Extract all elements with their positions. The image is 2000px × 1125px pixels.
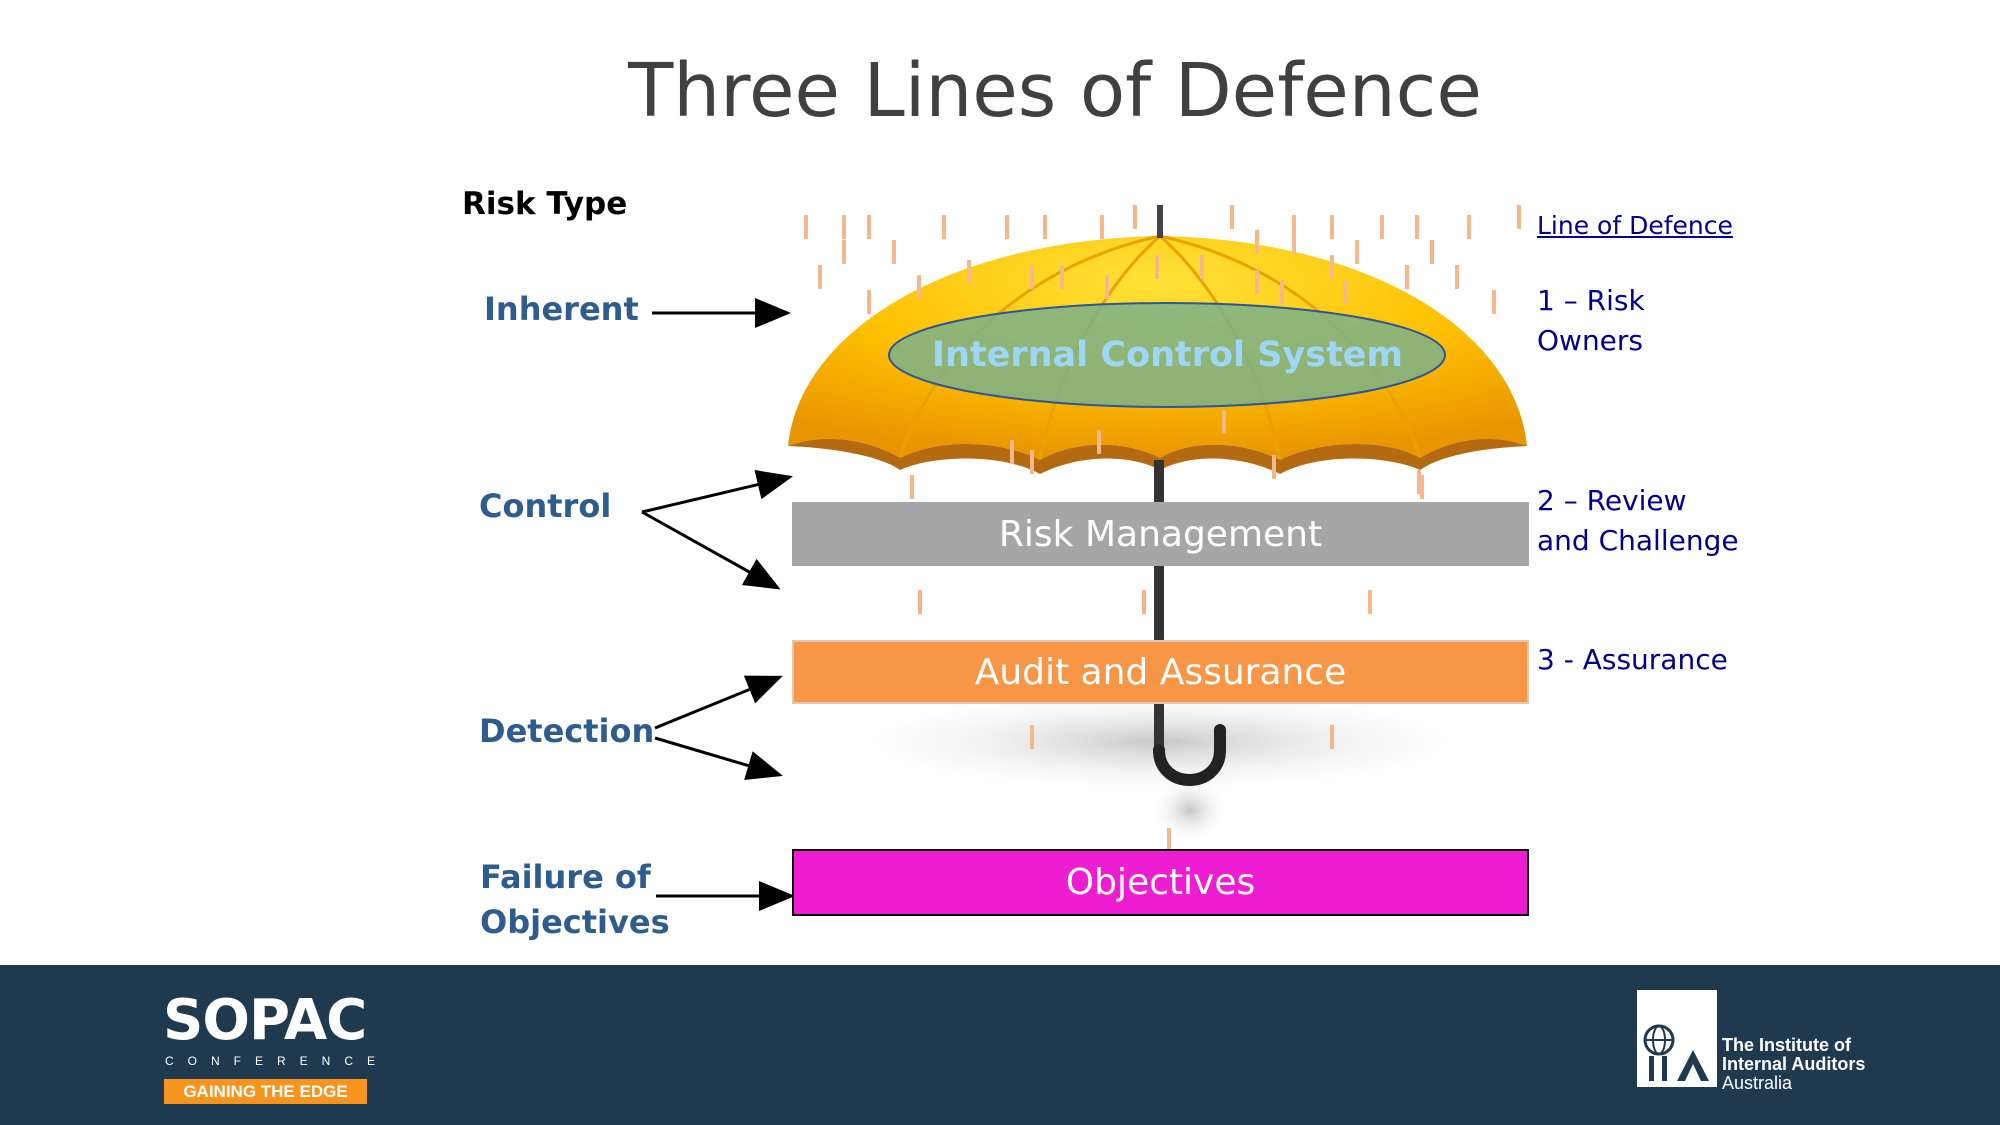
raindrop	[1222, 410, 1226, 434]
line-of-defence-heading: Line of Defence	[1537, 211, 1733, 240]
line-of-defence-first: 1 – Risk Owners	[1537, 281, 1645, 361]
raindrop	[1330, 255, 1334, 279]
raindrop	[1292, 230, 1296, 254]
raindrop	[1142, 590, 1146, 614]
audit-assurance-box: Audit and Assurance	[792, 640, 1529, 704]
raindrop	[1255, 230, 1259, 254]
raindrop	[892, 240, 896, 264]
raindrop	[1368, 590, 1372, 614]
risk-type-detection: Detection	[479, 712, 655, 750]
raindrop	[1043, 215, 1047, 239]
raindrop	[1330, 725, 1334, 749]
raindrop	[1097, 430, 1101, 454]
raindrop	[1417, 470, 1421, 494]
raindrop	[1030, 450, 1034, 474]
handle-reflection	[1150, 775, 1230, 845]
raindrop	[1355, 240, 1359, 264]
raindrop	[867, 215, 871, 239]
raindrop	[1155, 255, 1159, 279]
raindrop-icon	[804, 205, 1521, 852]
raindrop	[1405, 265, 1409, 289]
raindrop	[1467, 215, 1471, 239]
failure-line-1: Failure of	[480, 858, 651, 896]
raindrop	[1255, 270, 1259, 294]
iia-text-line-1: The Institute of	[1722, 1035, 1851, 1055]
iia-globe-icon	[1643, 1024, 1709, 1081]
raindrop	[1030, 725, 1034, 749]
umbrella-diagram	[641, 205, 1527, 911]
risk-type-failure-of-objectives: Failure of Objectives	[480, 855, 670, 945]
raindrop	[867, 290, 871, 314]
iia-logo	[1637, 990, 1717, 1087]
second-line-2: and Challenge	[1537, 524, 1739, 557]
raindrop	[1330, 215, 1334, 239]
raindrop	[1010, 440, 1014, 464]
raindrop	[1230, 205, 1234, 229]
objectives-box: Objectives	[792, 849, 1529, 916]
raindrop	[1517, 205, 1521, 229]
risk-type-inherent: Inherent	[484, 290, 639, 328]
control-arrow-lower	[641, 510, 781, 590]
raindrop	[1133, 205, 1137, 229]
raindrop	[1455, 265, 1459, 289]
raindrop	[918, 590, 922, 614]
first-line-2: Owners	[1537, 324, 1644, 357]
raindrop	[967, 260, 971, 284]
arrow-icon	[641, 298, 795, 911]
risk-type-heading: Risk Type	[462, 186, 628, 222]
raindrop	[1105, 275, 1109, 299]
raindrop	[1005, 215, 1009, 239]
raindrop	[910, 475, 914, 499]
iia-text-line-3: Australia	[1722, 1073, 1793, 1093]
second-line-1: 2 – Review	[1537, 484, 1687, 517]
iia-text-line-2: Internal Auditors	[1722, 1054, 1866, 1074]
raindrop	[1420, 475, 1424, 499]
raindrop	[842, 215, 846, 239]
raindrop	[1430, 240, 1434, 264]
raindrop	[1272, 455, 1276, 479]
failure-line-2: Objectives	[480, 903, 670, 941]
sopac-tagline: GAINING THE EDGE	[164, 1079, 367, 1104]
raindrop	[1200, 255, 1204, 279]
detection-arrow-upper	[654, 675, 783, 730]
line-of-defence-second: 2 – Review and Challenge	[1537, 481, 1739, 561]
sopac-conference-text: CONFERENCE	[165, 1054, 390, 1068]
raindrop	[1380, 215, 1384, 239]
sopac-logo-text: SOPAC	[163, 988, 367, 1053]
raindrop	[1343, 280, 1347, 304]
raindrop	[942, 215, 946, 239]
internal-control-ellipse	[888, 302, 1446, 408]
control-arrow-upper	[641, 469, 793, 514]
risk-type-control: Control	[479, 487, 612, 525]
raindrop	[917, 275, 921, 299]
raindrop	[1280, 280, 1284, 304]
raindrop	[842, 240, 846, 264]
internal-control-system-label: Internal Control System	[931, 335, 1404, 375]
first-line-1: 1 – Risk	[1537, 284, 1645, 317]
raindrop	[1100, 215, 1104, 239]
line-of-defence-third: 3 - Assurance	[1537, 643, 1728, 676]
slide-title: Three Lines of Defence	[628, 48, 1482, 134]
raindrop	[1030, 265, 1034, 289]
raindrop	[1167, 828, 1171, 852]
raindrop	[1415, 215, 1419, 239]
raindrop	[1492, 290, 1496, 314]
raindrop	[1292, 215, 1296, 239]
raindrop	[818, 265, 822, 289]
raindrop	[804, 215, 808, 239]
risk-management-box: Risk Management	[792, 502, 1529, 566]
detection-arrow-lower	[654, 736, 783, 781]
raindrop	[1060, 265, 1064, 289]
